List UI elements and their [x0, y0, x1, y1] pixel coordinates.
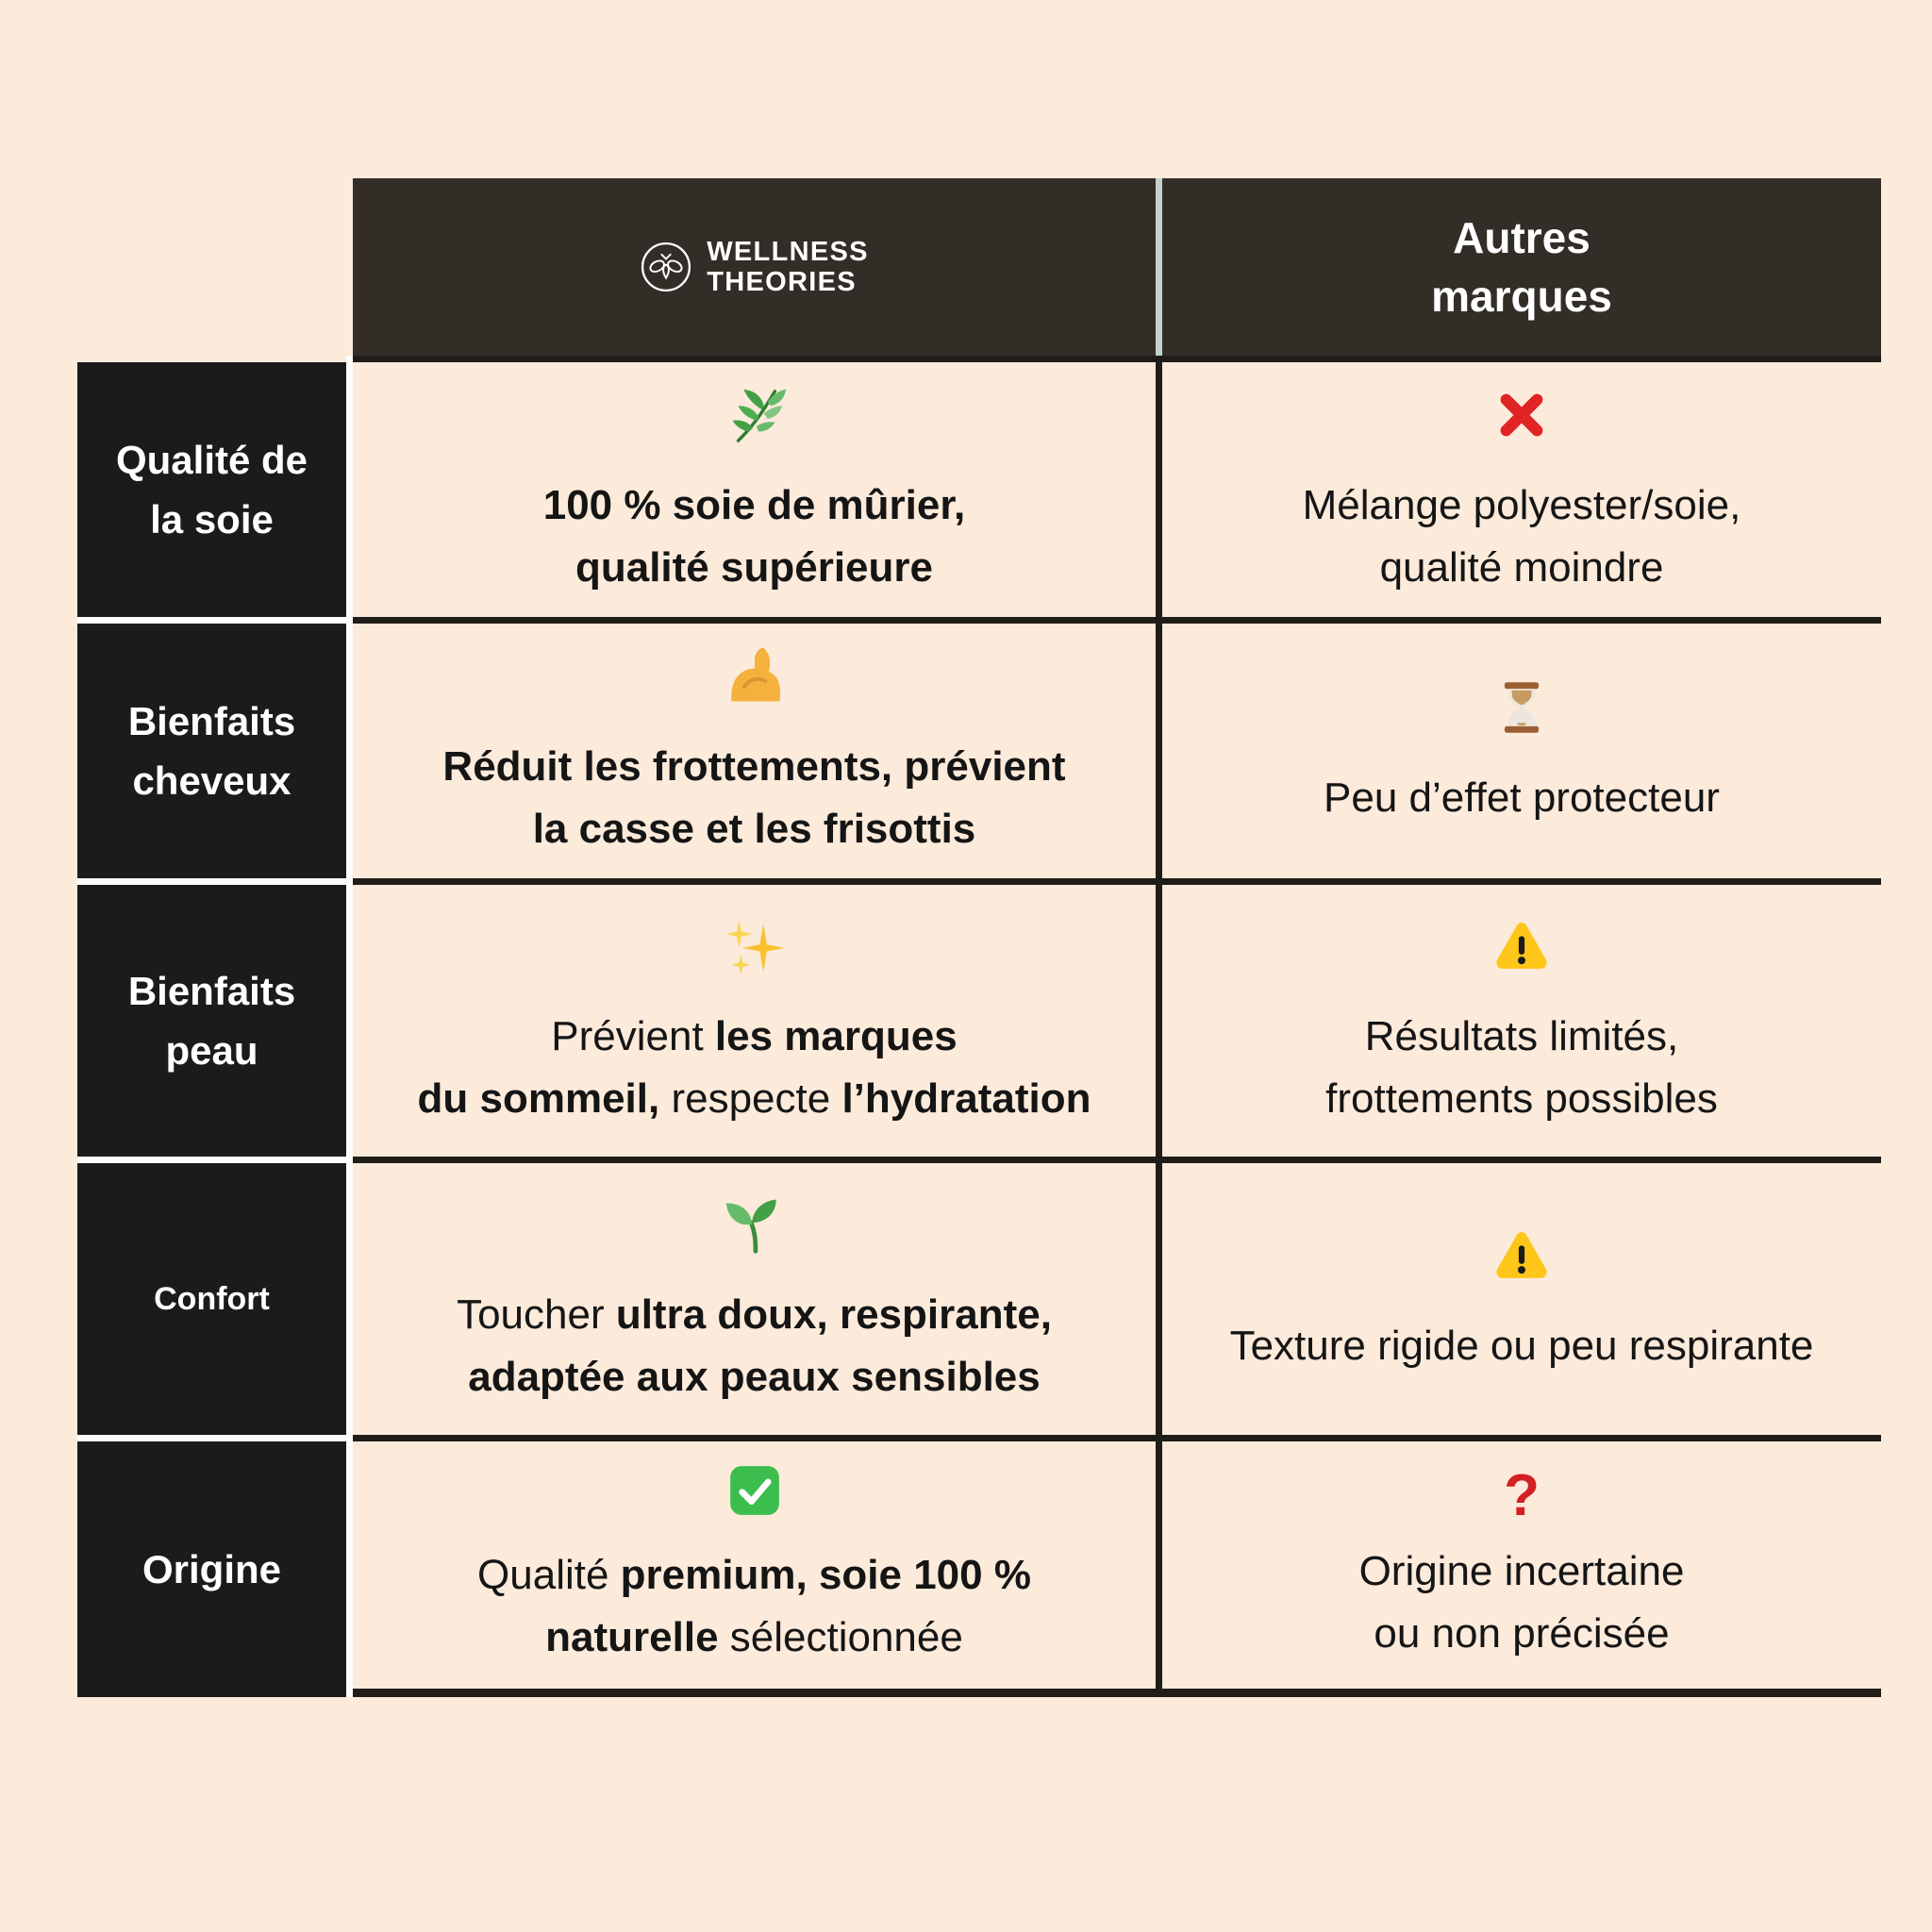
row-label-bienfaits-cheveux: Bienfaits cheveux	[77, 624, 346, 878]
row-label-confort: Confort	[77, 1163, 346, 1435]
row-label-bienfaits-peau: Bienfaits peau	[77, 885, 346, 1157]
other-cell-bienfaits-peau: Résultats limités,frottements possibles	[1162, 885, 1881, 1157]
row-border	[353, 356, 1881, 362]
cross-mark-icon	[1492, 380, 1551, 450]
comparison-table: WELLNESS THEORIES Autres marques Qualité…	[77, 178, 1881, 1697]
header-brand-cell: WELLNESS THEORIES	[353, 178, 1156, 356]
label-gap	[77, 1435, 346, 1441]
label-column-gap	[346, 356, 353, 1697]
sparkles-icon	[724, 911, 786, 981]
bee-logo-icon	[640, 241, 692, 293]
check-mark-icon	[726, 1461, 783, 1520]
brand-cell-origine: Qualité premium, soie 100 %naturelle sél…	[353, 1441, 1156, 1689]
brand-name: WELLNESS THEORIES	[707, 236, 869, 297]
label-gap	[77, 1157, 346, 1163]
brand-cell-qualite-soie: 100 % soie de mûrier,qualité supérieure	[353, 362, 1156, 617]
brand-text-confort: Toucher ultra doux, respirante,adaptée a…	[457, 1291, 1052, 1400]
question-mark-icon: ?	[1504, 1463, 1540, 1528]
header-column-divider	[1156, 178, 1162, 356]
table-bottom-border	[353, 1689, 1881, 1697]
header-other-cell: Autres marques	[1162, 178, 1881, 356]
other-text-confort: Texture rigide ou peu respirante	[1229, 1323, 1814, 1369]
row-border	[353, 1435, 1881, 1441]
brand-cell-confort: Toucher ultra doux, respirante,adaptée a…	[353, 1163, 1156, 1435]
row-label-qualite-soie: Qualité de la soie	[77, 362, 346, 617]
brand-text-qualite-soie: 100 % soie de mûrier,qualité supérieure	[542, 482, 966, 591]
other-cell-bienfaits-cheveux: Peu d’effet protecteur	[1162, 624, 1881, 878]
other-text-qualite-soie: Mélange polyester/soie,qualité moindre	[1302, 482, 1741, 591]
column-divider	[1156, 624, 1162, 878]
column-divider	[1156, 1163, 1162, 1435]
row-border	[353, 878, 1881, 885]
header-other-label: Autres marques	[1431, 212, 1612, 321]
herb-icon	[722, 380, 788, 450]
column-divider	[1156, 885, 1162, 1157]
row-label-origine: Origine	[77, 1441, 346, 1697]
other-cell-qualite-soie: Mélange polyester/soie,qualité moindre	[1162, 362, 1881, 617]
label-gap	[77, 617, 346, 624]
column-divider	[1156, 1441, 1162, 1689]
other-text-bienfaits-cheveux: Peu d’effet protecteur	[1324, 774, 1720, 821]
warning-icon	[1491, 911, 1552, 981]
flexed-biceps-icon	[723, 641, 787, 711]
brand-text-origine: Qualité premium, soie 100 %naturelle sél…	[477, 1552, 1031, 1660]
brand-logo: WELLNESS THEORIES	[640, 237, 869, 298]
seedling-icon	[723, 1190, 787, 1259]
column-divider	[1156, 362, 1162, 617]
row-border	[353, 617, 1881, 624]
row-border	[353, 1157, 1881, 1163]
label-gap	[77, 878, 346, 885]
hourglass-icon	[1492, 673, 1551, 742]
other-text-bienfaits-peau: Résultats limités,frottements possibles	[1325, 1013, 1718, 1122]
other-cell-confort: Texture rigide ou peu respirante	[1162, 1163, 1881, 1435]
warning-icon	[1491, 1221, 1552, 1291]
